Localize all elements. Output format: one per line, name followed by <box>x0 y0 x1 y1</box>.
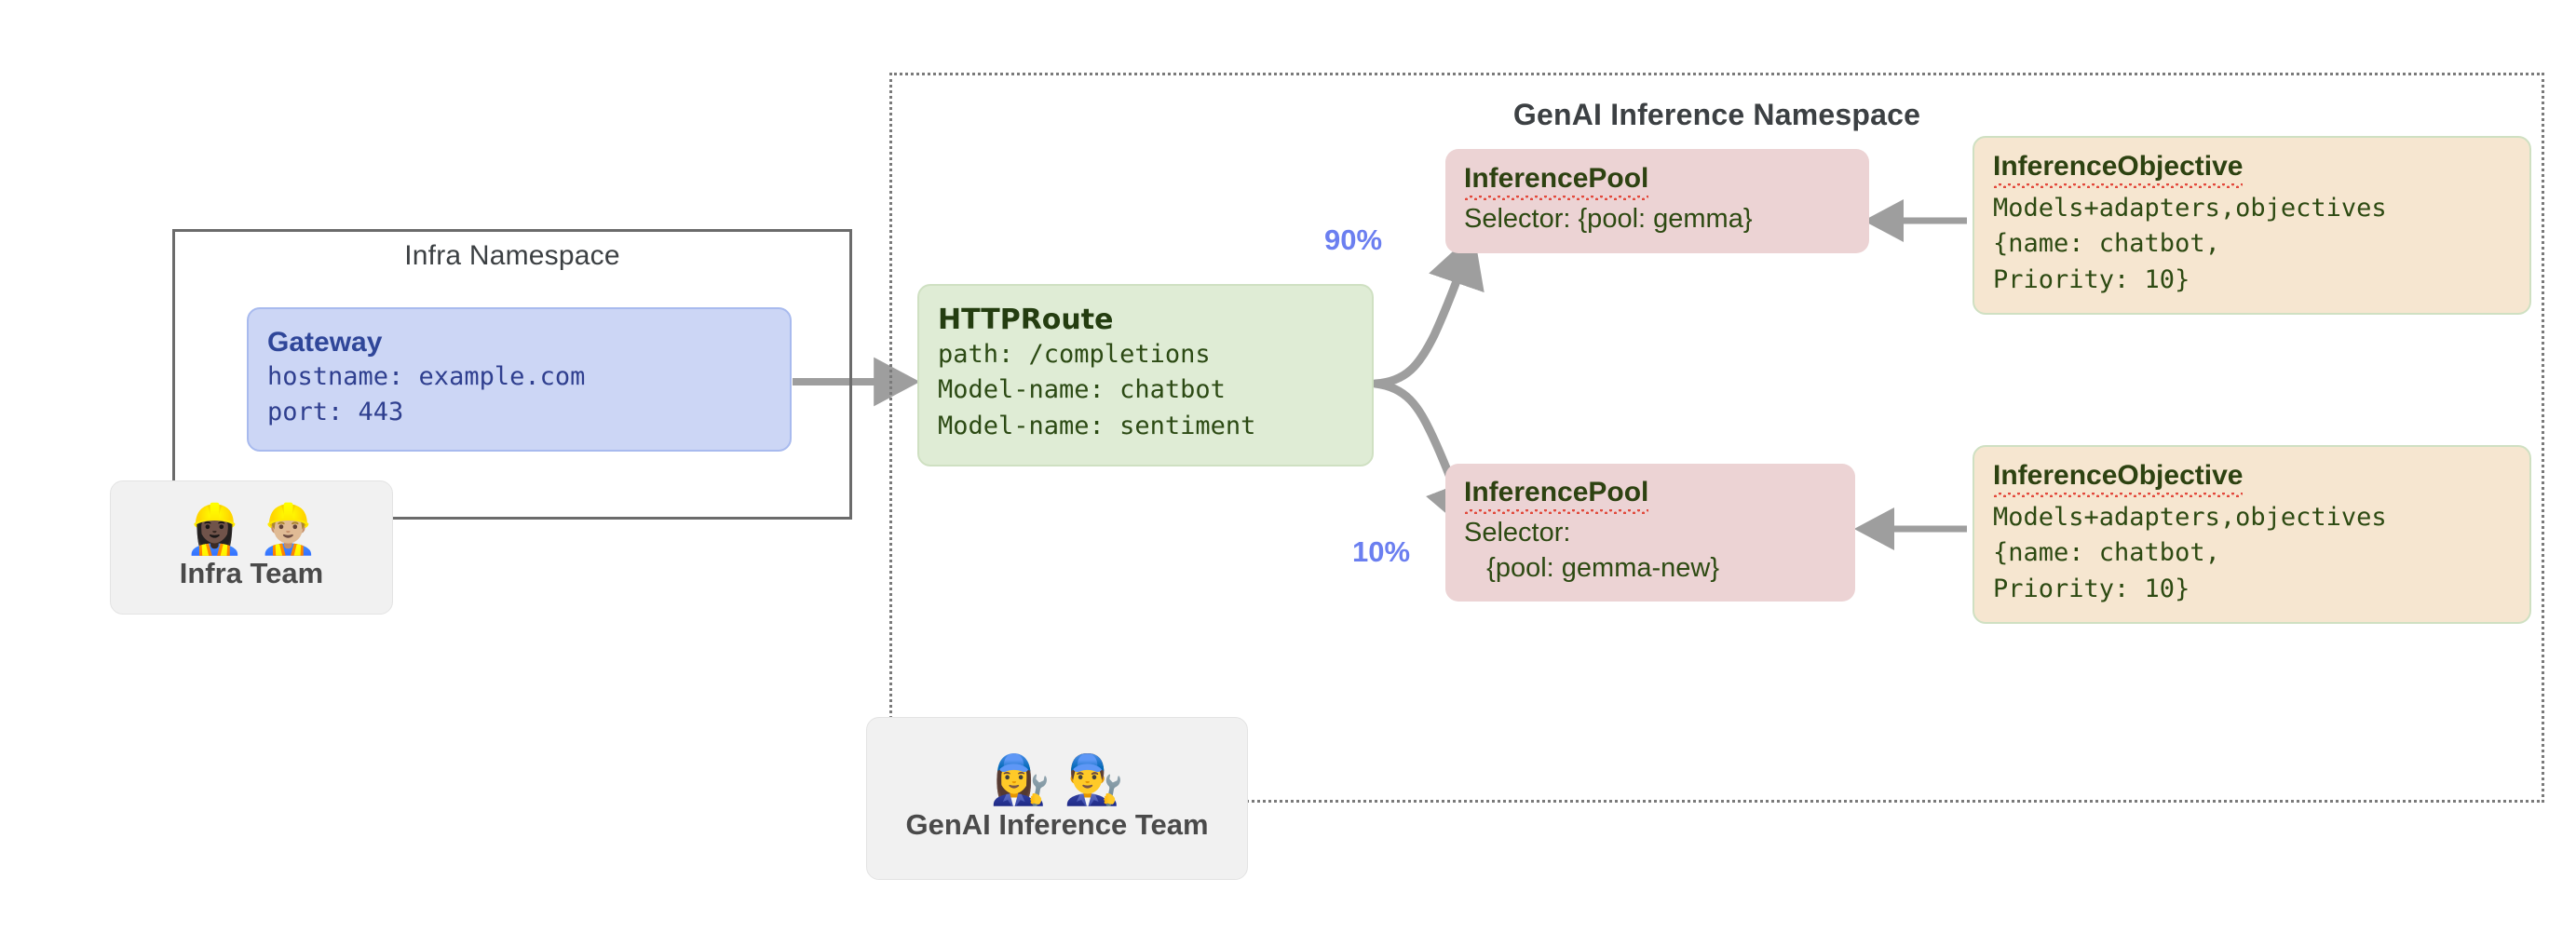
gateway-card[interactable]: Gateway hostname: example.com port: 443 <box>247 307 792 452</box>
genai-inference-team-label: GenAI Inference Team <box>905 807 1209 841</box>
inferenceobjective-bottom-line-models: Models+adapters,objectives <box>1993 502 2387 532</box>
genai-namespace-boundary <box>889 73 2544 803</box>
woman-mechanic-icon: 👩‍🔧 <box>990 752 1064 809</box>
man-mechanic-icon: 👨‍🔧 <box>1064 752 1137 809</box>
gateway-line-hostname: hostname: example.com <box>267 361 586 391</box>
traffic-weight-10: 10% <box>1352 535 1411 568</box>
inferencepool-gemma-title: InferencePool <box>1464 163 1649 200</box>
inferencepool-gemma-new-selector-key: Selector: <box>1464 517 1571 548</box>
inferenceobjective-top-card[interactable]: InferenceObjective Models+adapters,objec… <box>1973 136 2531 315</box>
traffic-weight-90: 90% <box>1324 223 1383 256</box>
gateway-line-port: port: 443 <box>267 397 404 426</box>
woman-construction-worker-icon: 👷🏿‍♀️ <box>184 501 258 558</box>
httproute-title: HTTPRoute <box>938 304 1114 337</box>
infra-team-avatars: 👷🏿‍♀️👷🏼‍♂️ <box>171 501 332 558</box>
inferencepool-gemma-new-selector-value: {pool: gemma-new} <box>1464 553 1720 584</box>
genai-namespace-label: GenAI Inference Namespace <box>1512 98 1921 131</box>
infra-team-card[interactable]: 👷🏿‍♀️👷🏼‍♂️ Infra Team <box>110 480 393 615</box>
httproute-line-path: path: /completions <box>938 339 1211 369</box>
inferencepool-gemma-selector: Selector: {pool: gemma} <box>1464 203 1753 234</box>
infra-namespace-boundary <box>172 229 852 520</box>
inferencepool-gemma-new-title: InferencePool <box>1464 476 1649 514</box>
inferenceobjective-bottom-card[interactable]: InferenceObjective Models+adapters,objec… <box>1973 445 2531 624</box>
inferenceobjective-top-line-name: {name: chatbot, <box>1993 229 2220 259</box>
inferencepool-gemma-card[interactable]: InferencePool Selector: {pool: gemma} <box>1445 149 1869 253</box>
inferenceobjective-bottom-title: InferenceObjective <box>1993 460 2244 497</box>
httproute-card[interactable]: HTTPRoute path: /completions Model-name:… <box>917 284 1374 466</box>
httproute-line-model-chatbot: Model-name: chatbot <box>938 375 1226 405</box>
inferenceobjective-top-line-models: Models+adapters,objectives <box>1993 193 2387 223</box>
inferenceobjective-bottom-line-priority: Priority: 10} <box>1993 574 2190 603</box>
gateway-title: Gateway <box>267 326 383 358</box>
man-construction-worker-icon: 👷🏼‍♂️ <box>258 501 332 558</box>
genai-team-avatars: 👩‍🔧👨‍🔧 <box>977 755 1137 806</box>
genai-inference-team-card[interactable]: 👩‍🔧👨‍🔧 GenAI Inference Team <box>866 717 1248 880</box>
infra-namespace-label: Infra Namespace <box>404 240 620 271</box>
httproute-line-model-sentiment: Model-name: sentiment <box>938 411 1256 440</box>
infra-team-label: Infra Team <box>179 557 324 590</box>
inferencepool-gemma-new-card[interactable]: InferencePool Selector: {pool: gemma-new… <box>1445 464 1855 602</box>
inferenceobjective-top-title: InferenceObjective <box>1993 151 2244 188</box>
inferenceobjective-top-line-priority: Priority: 10} <box>1993 264 2190 294</box>
inferenceobjective-bottom-line-name: {name: chatbot, <box>1993 538 2220 568</box>
